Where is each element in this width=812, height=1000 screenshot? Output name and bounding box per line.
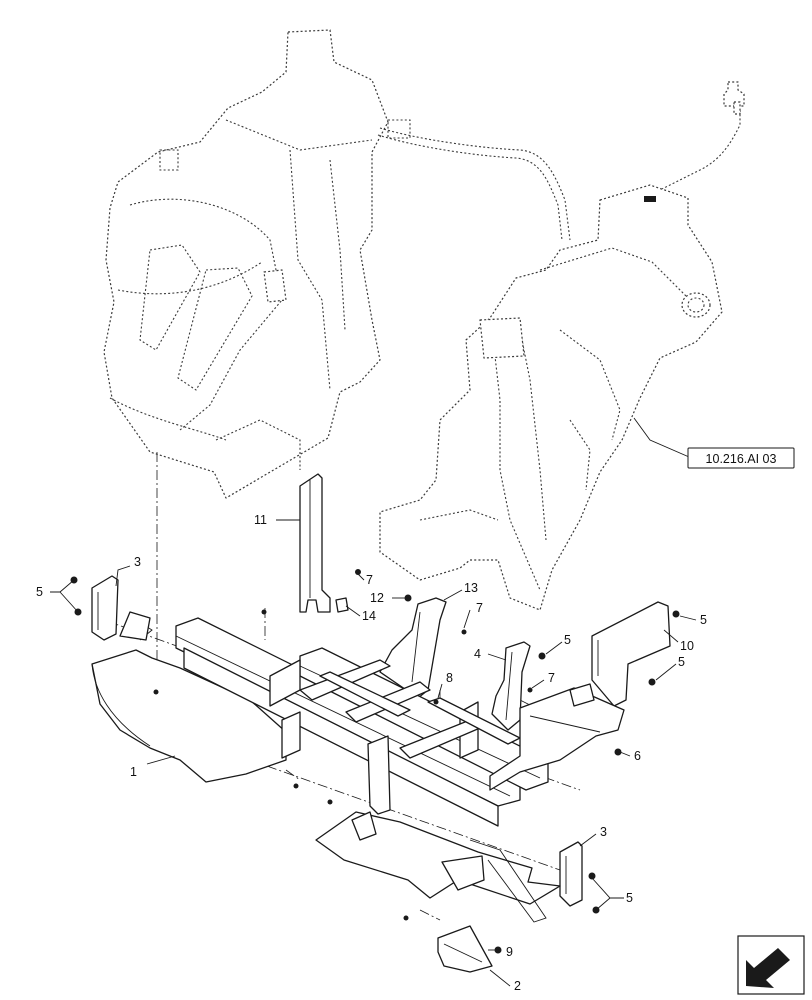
- reference-label: 10.216.AI 03: [706, 452, 777, 466]
- part-13-gusset[interactable]: [379, 597, 447, 699]
- callout-5-left[interactable]: 5: [36, 585, 43, 599]
- callout-5-right-top[interactable]: 5: [700, 613, 707, 627]
- tank-brackets-ghost: [159, 119, 525, 359]
- callout-6[interactable]: 6: [634, 749, 641, 763]
- callout-3-left[interactable]: 3: [134, 555, 141, 569]
- callout-7-b[interactable]: 7: [476, 601, 483, 615]
- right-platform[interactable]: [489, 683, 625, 791]
- reference-box[interactable]: 10.216.AI 03: [687, 447, 795, 469]
- part-11-strap[interactable]: [299, 473, 331, 613]
- callout-4[interactable]: 4: [474, 647, 481, 661]
- callout-1[interactable]: 1: [130, 765, 137, 779]
- part-1-pan-right[interactable]: [315, 811, 561, 923]
- part-3-bracket-left[interactable]: [91, 575, 119, 641]
- arrow-icon[interactable]: [737, 935, 805, 995]
- right-fuel-tank-ghost: [379, 184, 723, 611]
- callout-2[interactable]: 2: [514, 979, 521, 993]
- leader-lines: [50, 417, 697, 987]
- callout-labels: 1 2 3 3 4 5 5 5 5 5 6 7 7 7 8 9 10 11 12…: [36, 513, 707, 993]
- left-fuel-tank-ghost: [103, 29, 389, 499]
- callout-14[interactable]: 14: [362, 609, 376, 623]
- callout-10[interactable]: 10: [680, 639, 694, 653]
- cross-members[interactable]: [299, 659, 521, 759]
- part-10-bracket[interactable]: [591, 601, 671, 707]
- callout-12[interactable]: 12: [370, 591, 384, 605]
- part-1-pan-left[interactable]: [91, 611, 287, 783]
- callout-3-right[interactable]: 3: [600, 825, 607, 839]
- callout-7-c[interactable]: 7: [548, 671, 555, 685]
- fuel-line-hose-ghost: [377, 81, 745, 241]
- callout-13[interactable]: 13: [464, 581, 478, 595]
- callout-5-bottom[interactable]: 5: [626, 891, 633, 905]
- part-14-clip[interactable]: [335, 597, 349, 613]
- callout-5-right[interactable]: 5: [678, 655, 685, 669]
- part-2-bracket[interactable]: [437, 925, 493, 973]
- callout-5-mid[interactable]: 5: [564, 633, 571, 647]
- part-3-bracket-right[interactable]: [559, 841, 583, 907]
- callout-7-a[interactable]: 7: [366, 573, 373, 587]
- callout-11[interactable]: 11: [254, 513, 267, 527]
- callout-9[interactable]: 9: [506, 945, 513, 959]
- callout-8[interactable]: 8: [446, 671, 453, 685]
